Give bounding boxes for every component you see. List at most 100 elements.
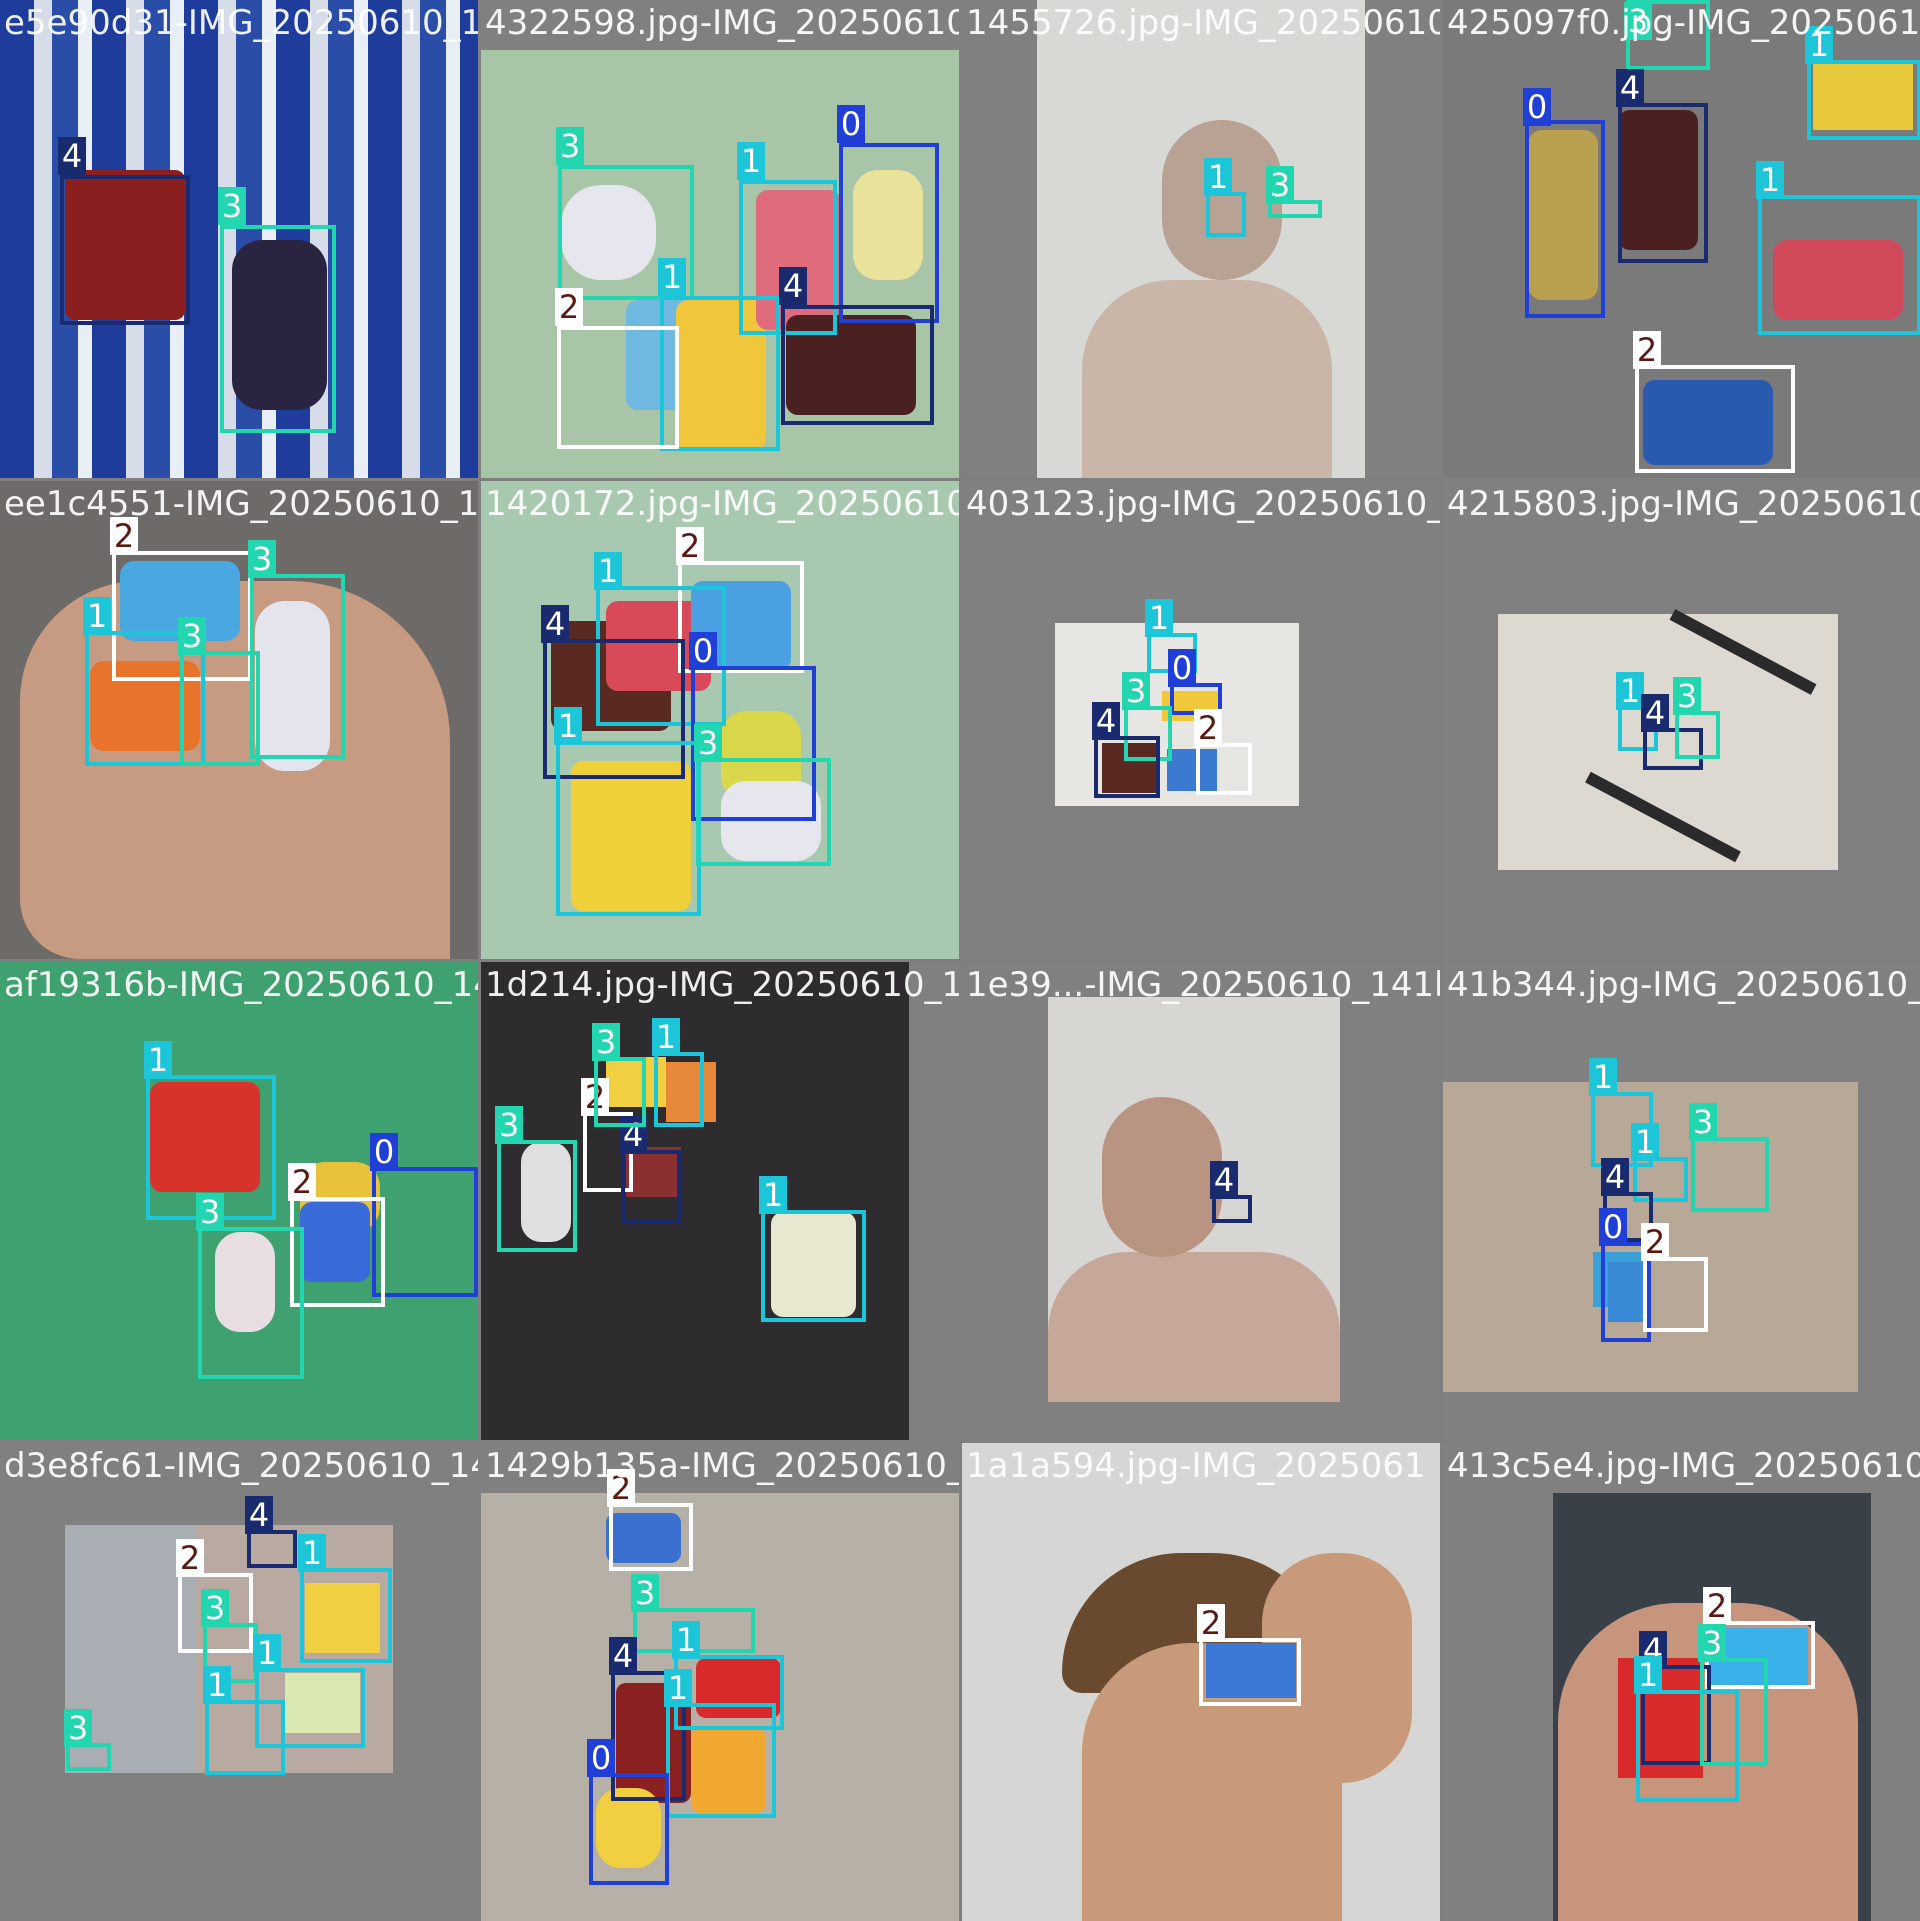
photo — [1498, 614, 1838, 870]
class-tag: 4 — [1616, 69, 1644, 107]
class-tag: 3 — [694, 724, 722, 762]
candy-wrapper — [666, 1062, 716, 1122]
bbox[interactable] — [180, 651, 260, 766]
bbox[interactable] — [1643, 728, 1703, 770]
image-tile[interactable]: 3 1 0 1 2 4 4322598.jpg-IMG_20250610_145… — [481, 0, 959, 478]
bbox[interactable] — [60, 175, 190, 325]
class-tag: 1 — [1589, 1058, 1617, 1096]
class-tag: 1 — [554, 707, 582, 745]
class-tag: 1 — [672, 1621, 700, 1659]
class-tag: 1 — [664, 1669, 692, 1707]
image-tile[interactable]: 4 3 e5e90d31-IMG_20250610_1437298.jpg — [0, 0, 478, 478]
bbox[interactable] — [611, 1671, 686, 1801]
class-tag: 3 — [1266, 166, 1294, 204]
bbox[interactable] — [1700, 1658, 1768, 1766]
bbox[interactable] — [85, 631, 205, 766]
bbox[interactable] — [220, 225, 336, 433]
bbox[interactable] — [1636, 1690, 1739, 1802]
candy-wrapper — [1813, 60, 1913, 130]
bbox[interactable] — [255, 1668, 365, 1748]
class-tag: 4 — [541, 605, 569, 643]
image-tile[interactable]: 2 1 4 0 1 3 1420172.jpg-IMG_20250610_140… — [481, 481, 959, 959]
image-tile[interactable]: 4 1e39...-IMG_20250610_141b344.jpg — [962, 962, 1440, 1440]
image-tile[interactable]: 2 3 1 3 ee1c4551-IMG_20250610_1420172.jp… — [0, 481, 478, 959]
image-tile[interactable]: 1 0 3 4 2 403123.jpg-IMG_20250610_142158… — [962, 481, 1440, 959]
bbox[interactable] — [1807, 60, 1920, 140]
bbox[interactable] — [594, 1057, 646, 1127]
bbox[interactable] — [739, 180, 837, 335]
image-tile[interactable]: 1 4 3 4215803.jpg-IMG_20250610_1 — [1443, 481, 1920, 959]
class-tag: 2 — [110, 517, 138, 555]
candy-wrapper — [1206, 1643, 1296, 1698]
class-tag: 3 — [1673, 677, 1701, 715]
bbox[interactable] — [558, 165, 694, 300]
image-tile[interactable]: 2 3 4 1 1 0 1429b135a-IMG_20250610_1a1a5… — [481, 1443, 959, 1921]
image-tile[interactable]: 1 0 2 3 af19316b-IMG_20250610_141d214.jp… — [0, 962, 478, 1440]
class-tag: 2 — [1703, 1587, 1731, 1625]
bbox[interactable] — [290, 1197, 385, 1307]
bbox[interactable] — [1206, 192, 1246, 237]
bbox[interactable] — [596, 586, 726, 726]
bbox[interactable] — [839, 143, 939, 323]
image-tile[interactable]: 2 4 3 1 413c5e4.jpg-IMG_20250610_1 — [1443, 1443, 1920, 1921]
image-tile[interactable]: 2 1a1a594.jpg-IMG_2025061 — [962, 1443, 1440, 1921]
bbox[interactable] — [1212, 1195, 1252, 1223]
bbox[interactable] — [589, 1773, 669, 1885]
bbox[interactable] — [205, 1700, 285, 1775]
bbox[interactable] — [781, 305, 934, 425]
tile-caption: 1e39...-IMG_20250610_141b344.jpg — [966, 965, 1440, 1005]
class-tag: 0 — [837, 105, 865, 143]
bbox[interactable] — [660, 296, 780, 451]
bbox[interactable] — [1643, 1257, 1708, 1332]
bbox[interactable] — [557, 326, 679, 449]
candy-wrapper — [721, 781, 821, 861]
candy-wrapper — [215, 1232, 275, 1332]
class-tag: 3 — [201, 1589, 229, 1627]
bbox[interactable] — [1196, 743, 1252, 795]
bbox[interactable] — [1268, 200, 1322, 218]
bbox[interactable] — [372, 1167, 478, 1297]
candy-wrapper — [255, 601, 330, 771]
image-tile[interactable]: 3 1 2 4 3 1 1d214.jpg-IMG_20250610_14e39 — [481, 962, 959, 1440]
bbox[interactable] — [1199, 1638, 1301, 1706]
bbox[interactable] — [497, 1140, 577, 1252]
image-tile[interactable]: 4 2 1 3 1 1 3 d3e8fc61-IMG_20250610_1429… — [0, 1443, 478, 1921]
bbox[interactable] — [300, 1568, 392, 1663]
bbox[interactable] — [621, 1150, 681, 1223]
bbox[interactable] — [198, 1227, 304, 1379]
bbox[interactable] — [247, 1530, 297, 1568]
bbox[interactable] — [1758, 195, 1920, 335]
bbox[interactable] — [654, 1052, 704, 1127]
bbox[interactable] — [178, 1573, 253, 1653]
image-tile[interactable]: 1 3 1455726.jpg-IMG_20250610_1 — [962, 0, 1440, 478]
bbox[interactable] — [556, 741, 701, 916]
bbox[interactable] — [678, 561, 804, 673]
class-tag: 3 — [631, 1574, 659, 1612]
class-tag: 3 — [495, 1106, 523, 1144]
person-head — [1162, 120, 1282, 280]
class-tag: 3 — [1624, 2, 1652, 40]
class-tag: 1 — [1631, 1123, 1659, 1161]
bbox[interactable] — [1635, 365, 1795, 473]
bbox[interactable] — [1094, 736, 1160, 798]
bbox[interactable] — [609, 1503, 693, 1571]
candy-wrapper — [606, 1513, 681, 1563]
bbox[interactable] — [761, 1210, 866, 1322]
bbox[interactable] — [666, 1703, 776, 1818]
class-tag: 4 — [1601, 1158, 1629, 1196]
bbox[interactable] — [543, 639, 685, 779]
bbox[interactable] — [250, 574, 345, 759]
bbox[interactable] — [696, 758, 831, 866]
bbox[interactable] — [1633, 1157, 1688, 1202]
class-tag: 1 — [737, 142, 765, 180]
bbox[interactable] — [1525, 120, 1605, 318]
bbox[interactable] — [1641, 1665, 1711, 1765]
bbox[interactable] — [1618, 103, 1708, 263]
bbox[interactable] — [66, 1743, 111, 1771]
candy-wrapper — [232, 240, 327, 410]
bbox[interactable] — [1675, 711, 1720, 759]
image-tile[interactable]: 1 3 1 4 0 2 41b344.jpg-IMG_20250610_1 — [1443, 962, 1920, 1440]
image-tile[interactable]: 3 1 0 4 1 2 425097f0.jpg-IMG_20250610_14 — [1443, 0, 1920, 478]
bbox[interactable] — [1691, 1137, 1769, 1212]
